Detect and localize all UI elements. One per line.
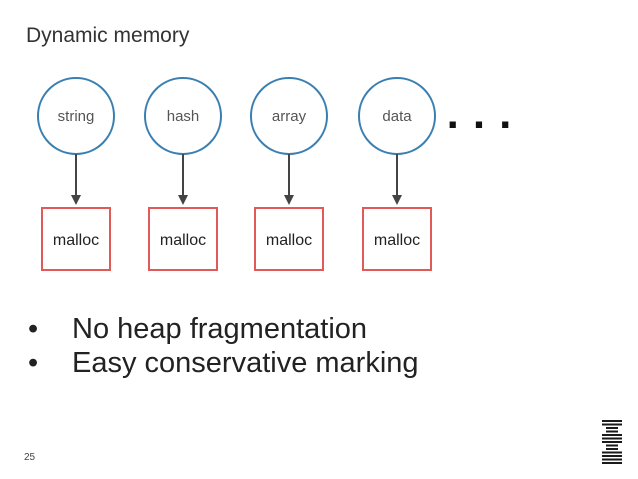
slide-title: Dynamic memory xyxy=(26,24,190,47)
bullet-marker: • xyxy=(28,313,39,345)
bullet-text: Easy conservative marking xyxy=(72,347,419,379)
malloc-label: malloc xyxy=(160,232,206,249)
bullet-text: No heap fragmentation xyxy=(72,313,368,345)
node-label: string xyxy=(58,108,95,125)
malloc-block: malloc xyxy=(41,207,111,271)
malloc-block: malloc xyxy=(362,207,432,271)
object-node-data: data xyxy=(358,77,436,155)
malloc-block: malloc xyxy=(148,207,218,271)
object-node-hash: hash xyxy=(144,77,222,155)
node-label: array xyxy=(272,108,307,125)
bullet-marker: • xyxy=(28,347,39,379)
ellipsis-indicator: ... xyxy=(447,89,526,138)
bullet-item: • No heap fragmentation xyxy=(28,312,419,346)
malloc-label: malloc xyxy=(266,232,312,249)
bullet-list: • No heap fragmentation • Easy conservat… xyxy=(28,312,419,380)
malloc-label: malloc xyxy=(374,232,420,249)
malloc-label: malloc xyxy=(53,232,99,249)
object-node-array: array xyxy=(250,77,328,155)
malloc-block: malloc xyxy=(254,207,324,271)
ibm-logo-icon xyxy=(602,420,622,464)
bullet-item: • Easy conservative marking xyxy=(28,346,419,380)
node-label: hash xyxy=(167,108,200,125)
object-node-string: string xyxy=(37,77,115,155)
node-label: data xyxy=(382,108,412,125)
page-number: 25 xyxy=(24,452,36,463)
